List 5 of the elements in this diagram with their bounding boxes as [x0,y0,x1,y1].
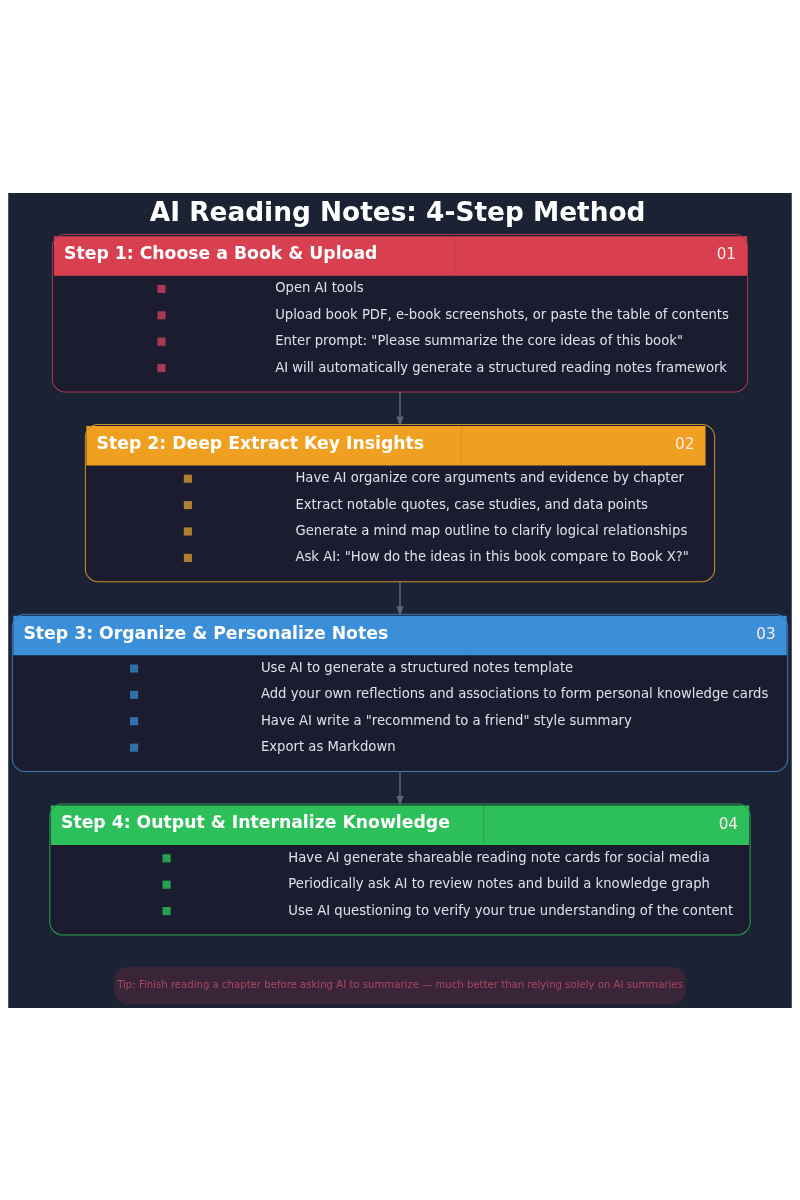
label: Tip: Finish reading a chapter before asking AI to summarize — much better than relying solely on AI summaries [117,978,683,990]
arrow [396,580,404,616]
diagram-title: AI Reading Notes: 4-Step Method [149,196,646,227]
arrow [396,770,404,806]
arrow [396,390,404,427]
